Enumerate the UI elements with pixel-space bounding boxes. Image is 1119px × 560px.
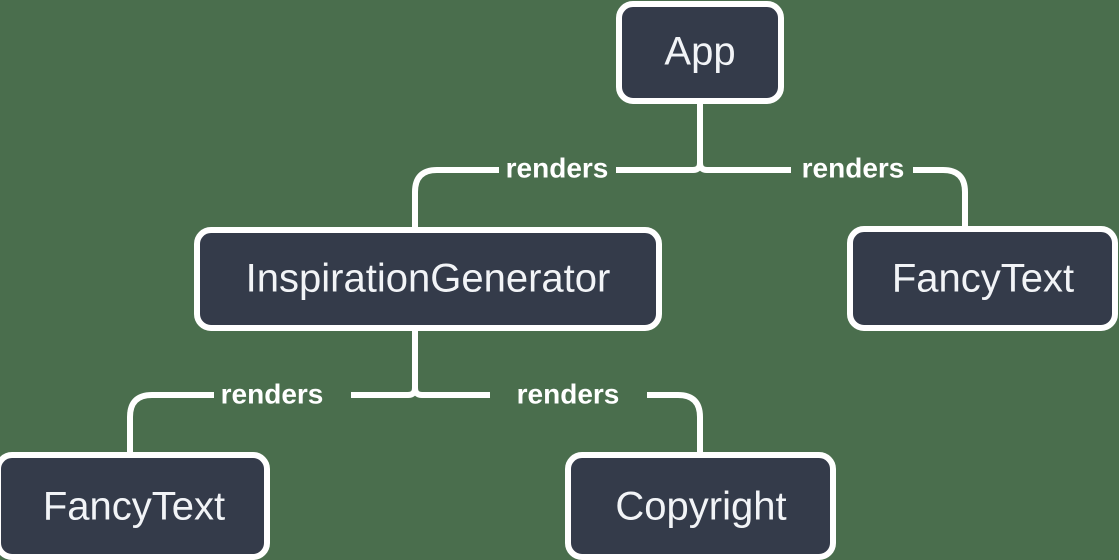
node-inspiration-generator-box[interactable] — [194, 227, 662, 331]
edge-label-inspiration-generator-to-fancytext-left: renders — [221, 378, 324, 409]
edge-label-app-to-inspiration-generator: renders — [506, 152, 609, 183]
node-copyright-label: Copyright — [615, 485, 786, 529]
node-copyright[interactable]: Copyright — [565, 452, 836, 560]
node-fancytext-left-label: FancyText — [43, 485, 225, 529]
node-app-box[interactable] — [616, 1, 784, 104]
node-fancytext-right-box[interactable] — [847, 226, 1118, 331]
node-copyright-box[interactable] — [565, 452, 836, 560]
node-fancytext-right-label: FancyText — [892, 257, 1074, 301]
connector-inspiration-generator-to-fancytext-left-elbow — [127, 392, 214, 455]
node-inspiration-generator-label: InspirationGenerator — [246, 257, 611, 301]
node-inspiration-generator[interactable]: InspirationGenerator — [194, 227, 662, 331]
connector-inspiration-generator-to-copyright-elbow — [647, 392, 703, 455]
connector-app-to-fancytext-right-elbow — [913, 167, 968, 229]
node-app-label: App — [664, 30, 735, 74]
edge-label-inspiration-generator-to-copyright: renders — [517, 378, 620, 409]
connector-layer — [127, 100, 968, 455]
node-fancytext-left-box[interactable] — [0, 452, 270, 560]
node-fancytext-right[interactable]: FancyText — [847, 226, 1118, 331]
node-app[interactable]: App — [616, 1, 784, 104]
node-fancytext-left[interactable]: FancyText — [0, 452, 270, 560]
connector-inspiration-generator-stem-right-fillet — [412, 328, 423, 398]
connector-app-to-inspiration-generator-left-run — [412, 167, 499, 230]
connector-app-stem-right-fillet — [697, 100, 708, 173]
edge-label-app-to-fancytext-right: renders — [802, 152, 905, 183]
edge-label-layer: renders renders renders renders — [221, 152, 905, 409]
